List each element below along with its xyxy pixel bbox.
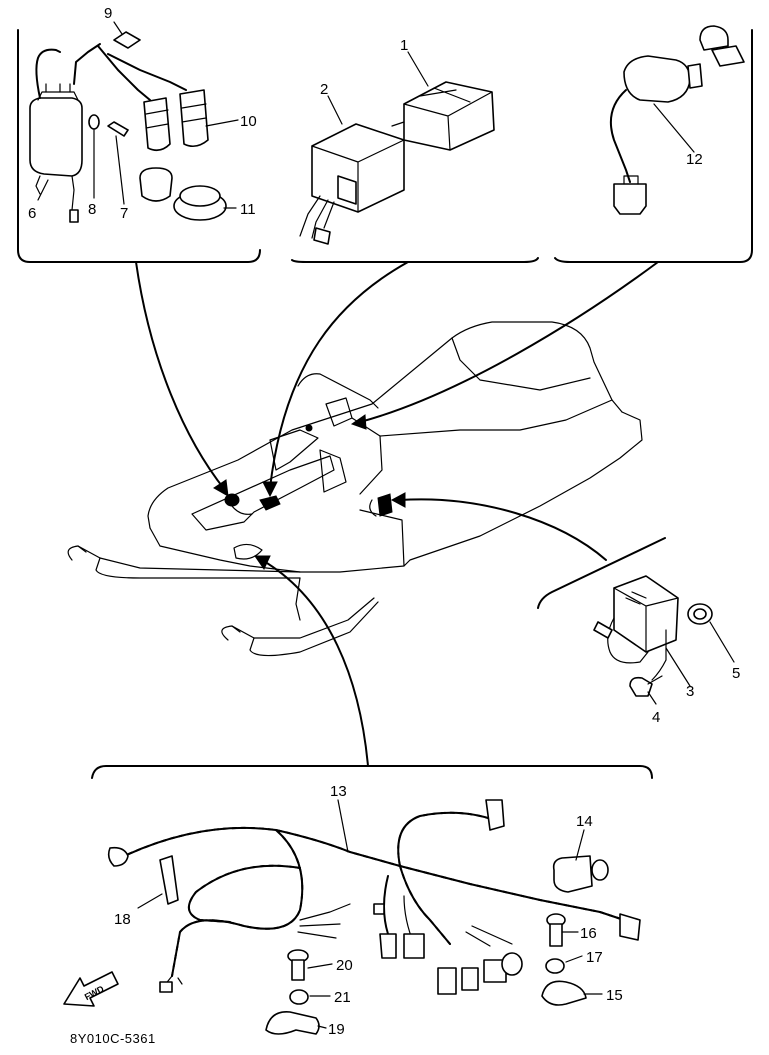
callout-10: 10 xyxy=(240,113,257,130)
callout-8: 8 xyxy=(88,201,96,218)
grommet-5 xyxy=(687,603,713,625)
grommet-small xyxy=(139,167,173,202)
panel-bracket-cdi xyxy=(291,257,539,263)
leader-cdi-to-vehicle xyxy=(262,261,409,498)
clip-9 xyxy=(113,31,141,49)
callout-5: 5 xyxy=(732,665,740,682)
nut-17 xyxy=(545,958,565,974)
band-18 xyxy=(159,855,179,905)
figure-code: 8Y010C-5361 xyxy=(70,1031,156,1046)
bolt-16 xyxy=(546,913,566,947)
callout-3: 3 xyxy=(686,683,694,700)
callout-9: 9 xyxy=(104,5,112,22)
wire-harness-13 xyxy=(107,799,641,995)
bolt-20 xyxy=(287,949,309,981)
panel-bracket-rectifier xyxy=(537,537,666,609)
callout-4: 4 xyxy=(652,709,660,726)
panel-bracket-ignition xyxy=(17,29,261,263)
callout-20: 20 xyxy=(336,957,353,974)
plug-cap-2 xyxy=(107,53,209,148)
snowmobile-outline xyxy=(67,321,643,657)
callout-1: 1 xyxy=(400,37,408,54)
plug-cap-1 xyxy=(97,45,171,152)
washer-8 xyxy=(88,114,100,130)
callout-12: 12 xyxy=(686,151,703,168)
callout-18: 18 xyxy=(114,911,131,928)
callout-19: 19 xyxy=(328,1021,345,1038)
ignition-coil xyxy=(29,43,101,223)
fwd-arrow-icon xyxy=(63,971,119,1007)
callout-15: 15 xyxy=(606,987,623,1004)
callout-2: 2 xyxy=(320,81,328,98)
cdi-unit-2 xyxy=(299,123,405,245)
voltage-regulator-3 xyxy=(593,575,679,681)
leader-switch-to-vehicle xyxy=(350,261,659,430)
ignition-key xyxy=(699,25,745,67)
callout-leaders xyxy=(37,21,735,1029)
leader-harness-to-vehicle xyxy=(254,555,369,767)
callout-16: 16 xyxy=(580,925,597,942)
bolt-7 xyxy=(107,121,129,137)
callout-13: 13 xyxy=(330,783,347,800)
callout-17: 17 xyxy=(586,949,603,966)
leader-rectifier-to-vehicle xyxy=(390,492,607,561)
callout-14: 14 xyxy=(576,813,593,830)
cap-14 xyxy=(552,855,609,893)
nut-21 xyxy=(289,989,309,1005)
bolt-4 xyxy=(629,675,663,697)
clamp-19 xyxy=(265,1011,320,1035)
callout-11: 11 xyxy=(240,201,256,218)
clamp-15 xyxy=(541,980,587,1006)
cdi-unit-1 xyxy=(391,81,495,151)
callout-7: 7 xyxy=(120,205,128,222)
callout-6: 6 xyxy=(28,205,36,222)
panel-bracket-harness xyxy=(91,765,653,779)
leader-ignition-to-vehicle xyxy=(135,261,229,497)
panel-bracket-main-switch xyxy=(554,29,753,263)
grommet-11 xyxy=(173,185,227,221)
callout-21: 21 xyxy=(334,989,351,1006)
main-switch-12 xyxy=(610,55,703,215)
